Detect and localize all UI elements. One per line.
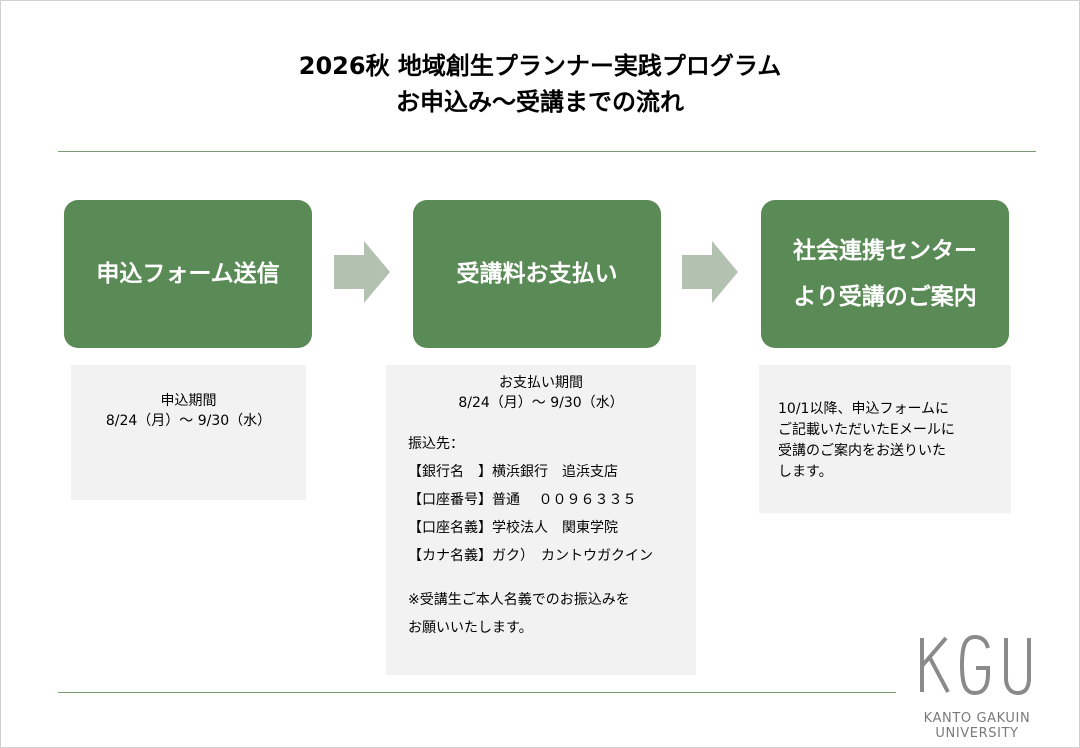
step-box-tuition-payment: 受講料お支払い [413,200,661,348]
title-line-2: お申込み〜受講までの流れ [396,88,684,116]
bottom-divider [58,692,896,693]
bank-line: 【カナ名義】ガク） カントウガクイン [408,548,653,564]
step-label: 申込フォーム送信 [96,261,280,287]
step-box-application-form: 申込フォーム送信 [64,200,312,348]
step-label: 社会連携センター [793,238,977,264]
guidance-line: 10/1以降、申込フォームに [778,401,950,417]
note-line: お願いいたします。 [408,620,533,636]
step-box-course-guidance: 社会連携センター より受講のご案内 [761,200,1009,348]
university-logo: KANTO GAKUIN UNIVERSITY [888,626,1066,741]
application-period-box: 申込期間 8/24（月）～ 9/30（水） [71,365,306,500]
period-dates: 8/24（月）～ 9/30（水） [105,413,272,429]
period-label: 申込期間 [160,393,217,409]
payment-note: ※受講生ご本人名義でのお振込みを お願いいたします。 [386,586,696,642]
bank-line: 【銀行名 】横浜銀行 追浜支店 [408,464,618,480]
top-divider [58,151,1036,152]
bank-line: 【口座名義】学校法人 関東学院 [408,520,618,536]
bank-account-details: 振込先： 【銀行名 】横浜銀行 追浜支店 【口座番号】普通 ００９６３３５ 【口… [386,430,696,570]
note-line: ※受講生ご本人名義でのお振込みを [408,592,630,608]
payment-info-box: お支払い期間 8/24（月）～ 9/30（水） 振込先： 【銀行名 】横浜銀行 … [386,365,696,675]
step-label: 受講料お支払い [456,261,618,287]
university-name: KANTO GAKUIN UNIVERSITY [923,711,1031,741]
arrow-right-icon [682,241,738,303]
page-title: 2026秋 地域創生プランナー実践プログラム お申込み〜受講までの流れ [0,48,1080,120]
bank-line: 振込先： [408,436,464,452]
step-label: より受講のご案内 [793,284,977,310]
title-line-1: 2026秋 地域創生プランナー実践プログラム [298,52,782,80]
bank-line: 【口座番号】普通 ００９６３３５ [408,492,637,508]
guidance-line: ご記載いただいたEメールに [778,422,955,438]
guidance-info-box: 10/1以降、申込フォームに ご記載いただいたEメールに 受講のご案内をお送りい… [759,365,1011,513]
period-label: お支払い期間 [499,375,583,391]
arrow-right-icon [334,241,390,303]
guidance-line: 受講のご案内をお送りいた [778,443,946,459]
period-dates: 8/24（月）～ 9/30（水） [458,395,624,411]
kgu-logo-mark-icon [920,634,1031,696]
guidance-line: します。 [778,464,833,480]
